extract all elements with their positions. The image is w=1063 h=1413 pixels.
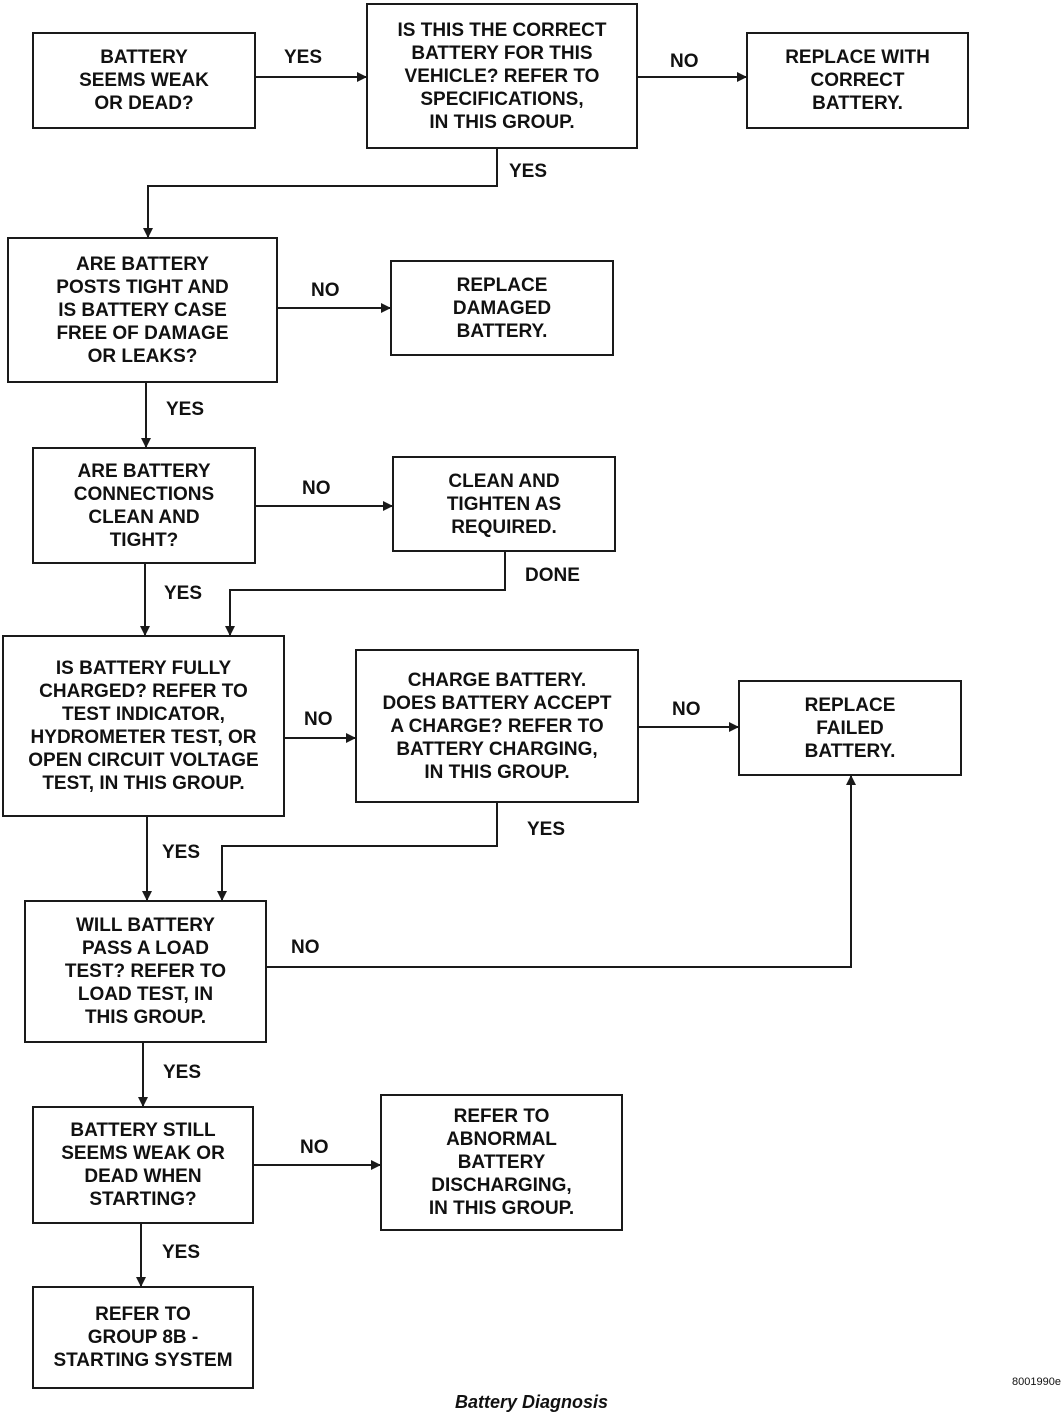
label-yes: YES — [509, 161, 548, 182]
label-done: DONE — [525, 565, 580, 586]
box-clean-and-tighten: CLEAN AND TIGHTEN AS REQUIRED. — [392, 456, 616, 552]
arrow-correct-to-posts — [143, 148, 498, 238]
box-replace-with-correct: REPLACE WITH CORRECT BATTERY. — [746, 32, 969, 129]
label-yes: YES — [166, 399, 205, 420]
box-text: IS BATTERY FULLY CHARGED? REFER TO TEST … — [28, 658, 259, 794]
box-text: REFER TO GROUP 8B - STARTING SYSTEM — [53, 1304, 233, 1371]
arrow-charge-to-load — [217, 802, 498, 901]
arrow-clean-done-to-charged — [225, 551, 506, 636]
box-connections-question: ARE BATTERY CONNECTIONS CLEAN AND TIGHT? — [32, 447, 256, 564]
box-text: ARE BATTERY POSTS TIGHT AND IS BATTERY C… — [56, 253, 229, 367]
label-no: NO — [300, 1137, 329, 1158]
box-text: REFER TO ABNORMAL BATTERY DISCHARGING, I… — [428, 1106, 575, 1219]
box-charge-battery: CHARGE BATTERY. DOES BATTERY ACCEPT A CH… — [355, 649, 639, 803]
box-text: BATTERY SEEMS WEAK OR DEAD? — [79, 47, 209, 114]
label-yes: YES — [164, 583, 203, 604]
box-still-weak-question: BATTERY STILL SEEMS WEAK OR DEAD WHEN ST… — [32, 1106, 254, 1224]
label-yes: YES — [527, 819, 566, 840]
box-replace-failed: REPLACE FAILED BATTERY. — [738, 680, 962, 776]
figure-code: 8001990e — [1012, 1376, 1061, 1388]
label-no: NO — [302, 478, 331, 499]
box-text: REPLACE WITH CORRECT BATTERY. — [785, 47, 930, 114]
box-starting-system: REFER TO GROUP 8B - STARTING SYSTEM — [32, 1286, 254, 1389]
box-correct-battery-question: IS THIS THE CORRECT BATTERY FOR THIS VEH… — [366, 3, 638, 149]
label-yes: YES — [163, 1062, 202, 1083]
arrow-load-to-replace-failed — [267, 775, 856, 968]
label-no: NO — [291, 937, 320, 958]
box-fully-charged-question: IS BATTERY FULLY CHARGED? REFER TO TEST … — [2, 635, 285, 817]
box-text: CLEAN AND TIGHTEN AS REQUIRED. — [446, 470, 562, 538]
label-yes: YES — [162, 842, 201, 863]
box-load-test-question: WILL BATTERY PASS A LOAD TEST? REFER TO … — [24, 900, 267, 1043]
figure-caption: Battery Diagnosis — [454, 1392, 609, 1412]
label-yes: YES — [162, 1242, 201, 1263]
label-no: NO — [311, 280, 340, 301]
box-text: REPLACE FAILED BATTERY. — [804, 694, 896, 762]
box-text: BATTERY STILL SEEMS WEAK OR DEAD WHEN ST… — [61, 1120, 225, 1210]
label-no: NO — [304, 709, 333, 730]
box-text: ARE BATTERY CONNECTIONS CLEAN AND TIGHT? — [73, 460, 215, 551]
box-text: IS THIS THE CORRECT BATTERY FOR THIS VEH… — [397, 19, 607, 133]
box-text: CHARGE BATTERY. DOES BATTERY ACCEPT A CH… — [382, 669, 612, 783]
box-text: REPLACE DAMAGED BATTERY. — [452, 274, 552, 342]
box-text: WILL BATTERY PASS A LOAD TEST? REFER TO … — [64, 915, 227, 1028]
label-no: NO — [672, 699, 701, 720]
box-abnormal-discharging: REFER TO ABNORMAL BATTERY DISCHARGING, I… — [380, 1094, 623, 1231]
box-replace-damaged: REPLACE DAMAGED BATTERY. — [390, 260, 614, 356]
box-battery-weak-or-dead: BATTERY SEEMS WEAK OR DEAD? — [32, 32, 256, 129]
label-no: NO — [670, 51, 699, 72]
box-posts-tight-question: ARE BATTERY POSTS TIGHT AND IS BATTERY C… — [7, 237, 278, 383]
label-yes: YES — [284, 47, 323, 68]
